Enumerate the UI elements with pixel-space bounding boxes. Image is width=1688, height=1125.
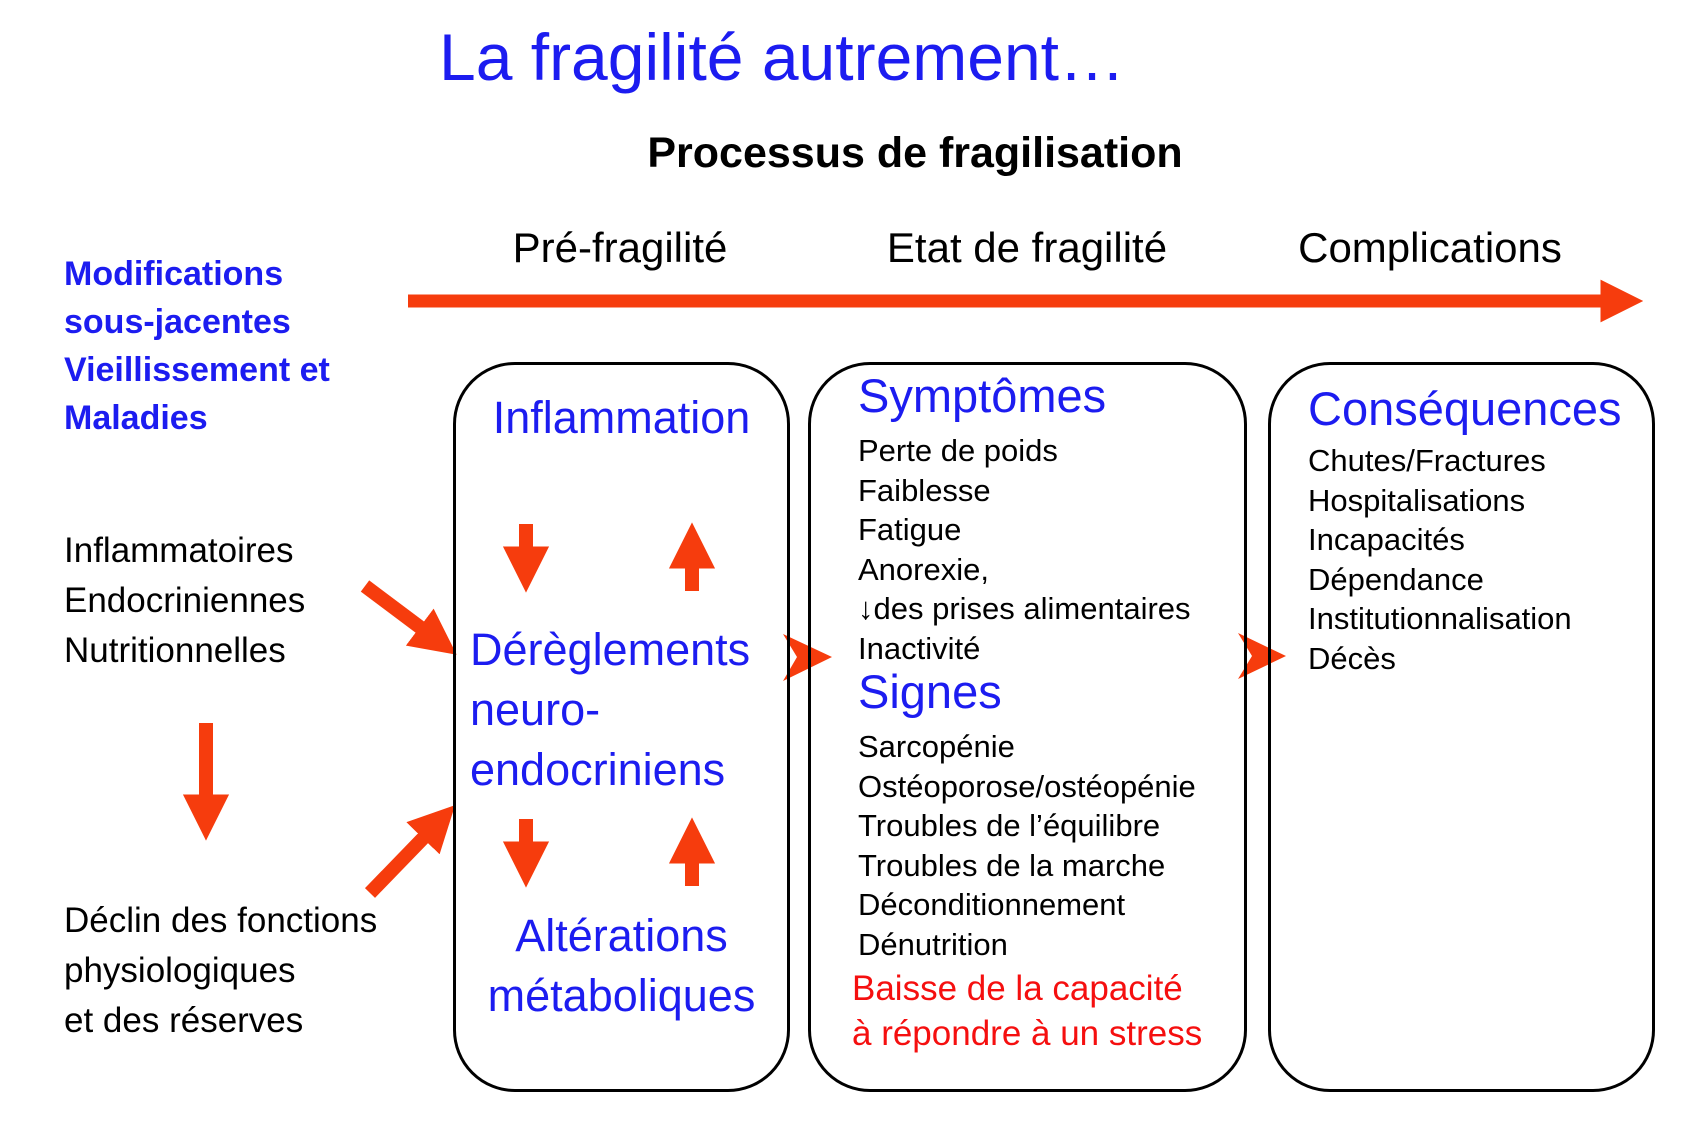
- page-subtitle: Processus de fragilisation: [647, 129, 1183, 177]
- symptom-item: Faiblesse: [858, 472, 991, 508]
- consequence-item: Chutes/Fractures: [1308, 443, 1546, 478]
- consequence-item: Institutionnalisation: [1308, 601, 1572, 636]
- sign-item: Troubles de l’équilibre: [858, 808, 1161, 843]
- sign-item: Troubles de la marche: [858, 847, 1166, 883]
- stage-label-prefragility: Pré-fragilité: [512, 224, 728, 271]
- stage-label-complications: Complications: [1298, 224, 1562, 271]
- underlying-modifications-text: Modifications sous-jacentes Vieillisseme…: [64, 255, 330, 437]
- causes-text: Inflammatoires Endocriniennes Nutritionn…: [64, 531, 306, 670]
- causes-to-box-arrow: [360, 580, 457, 655]
- metabolic-alterations-label: Altérations métaboliques: [487, 910, 756, 1021]
- symptom-item: Inactivité: [858, 630, 981, 666]
- sign-item: Sarcopénie: [858, 729, 1015, 764]
- symptoms-title: Symptômes: [858, 369, 1107, 422]
- page-title: La fragilité autrement…: [438, 20, 1126, 94]
- prefragility-box: [453, 362, 790, 1092]
- signs-title: Signes: [858, 665, 1002, 718]
- sign-item: Ostéoporose/ostéopénie: [858, 768, 1196, 804]
- consequence-item: Incapacités: [1308, 522, 1465, 557]
- stage-label-frailty-state: Etat de fragilité: [886, 224, 1168, 271]
- symptom-item: Anorexie,: [858, 551, 989, 587]
- symptom-item: Fatigue: [858, 512, 962, 547]
- consequences-title: Conséquences: [1308, 382, 1622, 435]
- inflammation-label: Inflammation: [492, 392, 751, 443]
- consequence-item: Décès: [1308, 640, 1396, 676]
- neuroendocrine-dysregulation-label: Dérèglements neuro- endocriniens: [470, 624, 751, 795]
- frailty-state-box: [808, 362, 1247, 1092]
- decline-to-box-arrow: [364, 805, 456, 898]
- stress-capacity-warning: Baisse de la capacité à répondre à un st…: [852, 969, 1203, 1053]
- sign-item: Déconditionnement: [858, 887, 1126, 922]
- symptom-item: ↓des prises alimentaires: [858, 591, 1191, 626]
- consequence-item: Hospitalisations: [1308, 482, 1526, 518]
- complications-box: [1268, 362, 1655, 1092]
- symptom-item: Perte de poids: [858, 433, 1058, 468]
- physiological-decline-text: Déclin des fonctions physiologiques et d…: [64, 901, 378, 1040]
- consequence-item: Dépendance: [1308, 561, 1484, 597]
- sign-item: Dénutrition: [858, 926, 1008, 962]
